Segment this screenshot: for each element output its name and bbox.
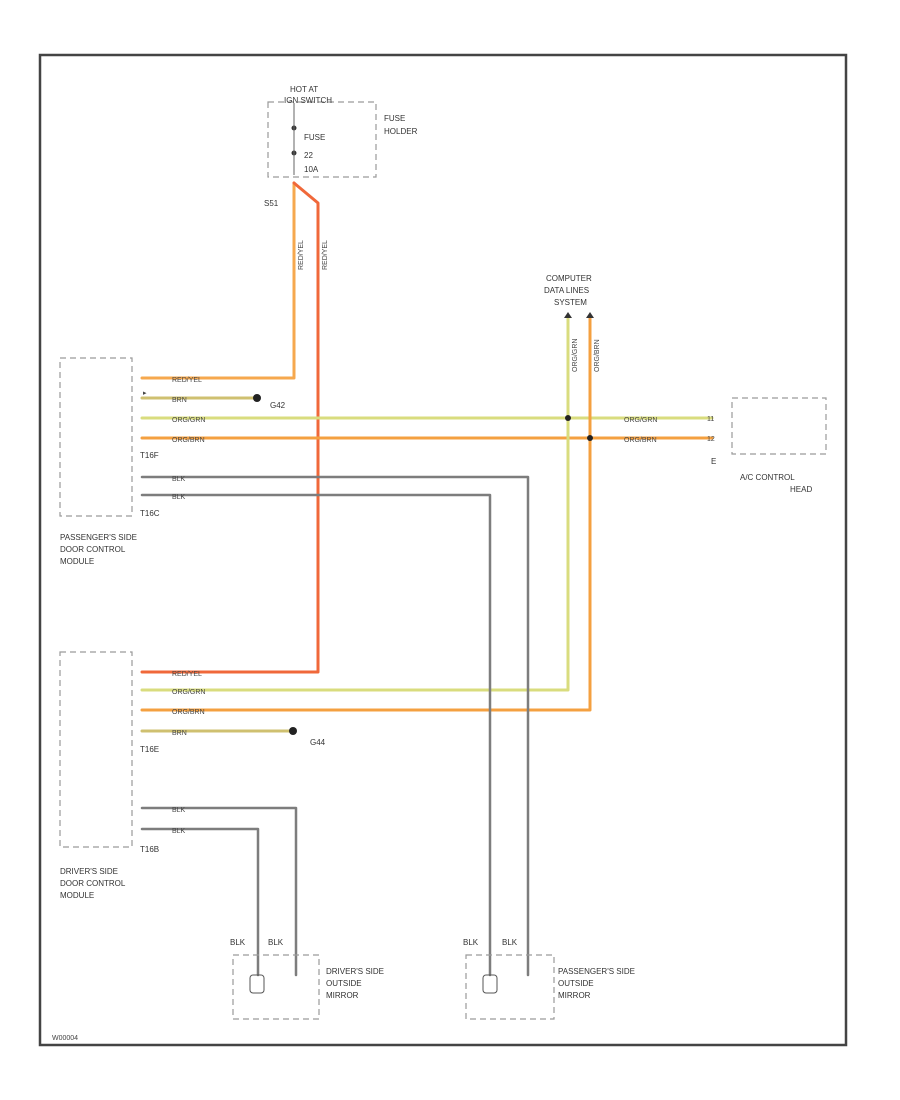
mirror-motor-icon bbox=[482, 974, 498, 994]
passenger-module-title: PASSENGER'S SIDE bbox=[60, 533, 137, 542]
driver-wire-label: ORG/GRN bbox=[172, 689, 205, 696]
driver-mirror-title-2: OUTSIDE bbox=[326, 979, 362, 988]
driver-wire-label: BRN bbox=[172, 730, 187, 737]
fuse-label: FUSE bbox=[304, 133, 325, 142]
splice-dot bbox=[565, 415, 571, 421]
passenger-door-control-module: ▸ RED/YEL BRN ORG/GRN ORG/BRN BLK BLK T1… bbox=[59, 357, 205, 566]
driver-wire-label: BLK bbox=[172, 807, 186, 814]
fuse-rating: 10A bbox=[304, 165, 319, 174]
wire-red-yel-passenger bbox=[140, 181, 296, 380]
ground-icon bbox=[289, 727, 297, 735]
driver-wire-label: BLK bbox=[172, 828, 186, 835]
driver-wire-label: RED/YEL bbox=[172, 671, 202, 678]
passenger-wire-label: BLK bbox=[172, 494, 186, 501]
ac-pin: 12 bbox=[707, 436, 715, 443]
vertical-wire-label: RED/YEL bbox=[322, 240, 329, 270]
driver-module-title-2: DOOR CONTROL bbox=[60, 879, 126, 888]
ac-head-title: A/C CONTROL bbox=[740, 473, 795, 482]
ac-head-box bbox=[731, 397, 827, 455]
driver-door-control-module: RED/YEL ORG/GRN ORG/BRN BRN BLK BLK T16E… bbox=[59, 651, 205, 900]
connector-label: T16E bbox=[140, 745, 159, 754]
ground-icon bbox=[253, 394, 261, 402]
passenger-wire-label: ORG/GRN bbox=[172, 417, 205, 424]
arrow-up-icon bbox=[564, 312, 572, 318]
wire-red-yel-driver bbox=[140, 181, 320, 674]
computer-label: COMPUTER bbox=[546, 274, 592, 283]
ac-control-head: ORG/GRN ORG/BRN 11 12 E A/C CONTROL HEAD bbox=[624, 397, 827, 494]
system-label: SYSTEM bbox=[554, 298, 587, 307]
computer-data-lines: COMPUTER DATA LINES SYSTEM bbox=[544, 274, 594, 441]
diagram-frame bbox=[38, 53, 848, 1047]
arrow-up-icon bbox=[586, 312, 594, 318]
wire-blk-passenger-2 bbox=[140, 493, 492, 977]
data-lines-label: DATA LINES bbox=[544, 286, 589, 295]
passenger-module-title-3: MODULE bbox=[60, 557, 94, 566]
ac-pin: 11 bbox=[707, 416, 714, 423]
driver-module-title: DRIVER'S SIDE bbox=[60, 867, 118, 876]
ac-head-title-2: HEAD bbox=[790, 485, 812, 494]
ign-switch-label: IGN SWITCH bbox=[284, 96, 332, 105]
mirror-wire-label: BLK bbox=[502, 938, 518, 947]
fuse-holder-title: FUSE bbox=[384, 114, 405, 123]
driver-wire-label: ORG/BRN bbox=[172, 709, 205, 716]
driver-mirror-title: DRIVER'S SIDE bbox=[326, 967, 384, 976]
mirror-wire-label: BLK bbox=[268, 938, 284, 947]
ac-connector: E bbox=[711, 457, 716, 466]
driver-outside-mirror: BLK BLK DRIVER'S SIDE OUTSIDE MIRROR bbox=[230, 938, 384, 1020]
pin-marker: ▸ bbox=[143, 390, 147, 397]
wires bbox=[140, 181, 714, 977]
passenger-mirror-title-3: MIRROR bbox=[558, 991, 591, 1000]
driver-module-title-3: MODULE bbox=[60, 891, 94, 900]
passenger-wire-label: BLK bbox=[172, 476, 186, 483]
vertical-wire-label: ORG/GRN bbox=[572, 339, 579, 372]
driver-module-box bbox=[59, 651, 133, 848]
fuse-holder: HOT AT IGN SWITCH FUSE 22 10A FUSE HOLDE… bbox=[267, 85, 418, 178]
footer-code: W00004 bbox=[52, 1035, 78, 1042]
ground-label: G42 bbox=[270, 401, 286, 410]
passenger-wire-label: BRN bbox=[172, 397, 187, 404]
vertical-wire-label: ORG/BRN bbox=[594, 339, 601, 372]
splice-dot bbox=[587, 435, 593, 441]
ac-wire-label: ORG/GRN bbox=[624, 417, 657, 424]
vertical-wire-label: RED/YEL bbox=[298, 240, 305, 270]
passenger-module-box bbox=[59, 357, 133, 517]
passenger-mirror-box bbox=[465, 954, 555, 1020]
passenger-mirror-title-2: OUTSIDE bbox=[558, 979, 594, 988]
wire-blk-driver-2 bbox=[140, 827, 260, 977]
connector-label: T16C bbox=[140, 509, 160, 518]
hot-at-label: HOT AT bbox=[290, 85, 318, 94]
ac-wire-label: ORG/BRN bbox=[624, 437, 657, 444]
connector-label: T16B bbox=[140, 845, 159, 854]
mirror-motor-icon bbox=[249, 974, 265, 994]
driver-mirror-title-3: MIRROR bbox=[326, 991, 359, 1000]
wire-org-grn-driver bbox=[140, 316, 570, 692]
fuse-holder-box bbox=[267, 101, 377, 178]
splice-label: S51 bbox=[264, 199, 279, 208]
wire-blk-driver-1 bbox=[140, 806, 298, 977]
passenger-mirror-title: PASSENGER'S SIDE bbox=[558, 967, 635, 976]
passenger-outside-mirror: BLK BLK PASSENGER'S SIDE OUTSIDE MIRROR bbox=[463, 938, 635, 1020]
fuse-number: 22 bbox=[304, 151, 313, 160]
mirror-wire-label: BLK bbox=[463, 938, 479, 947]
ground-label: G44 bbox=[310, 738, 326, 747]
driver-mirror-box bbox=[232, 954, 320, 1020]
passenger-wire-label: RED/YEL bbox=[172, 377, 202, 384]
wire-org-brn-driver bbox=[140, 316, 592, 712]
fuse-holder-title-2: HOLDER bbox=[384, 127, 418, 136]
passenger-wire-label: ORG/BRN bbox=[172, 437, 205, 444]
wire-blk-passenger-1 bbox=[140, 475, 530, 977]
passenger-module-title-2: DOOR CONTROL bbox=[60, 545, 126, 554]
connector-label: T16F bbox=[140, 451, 159, 460]
mirror-wire-label: BLK bbox=[230, 938, 246, 947]
